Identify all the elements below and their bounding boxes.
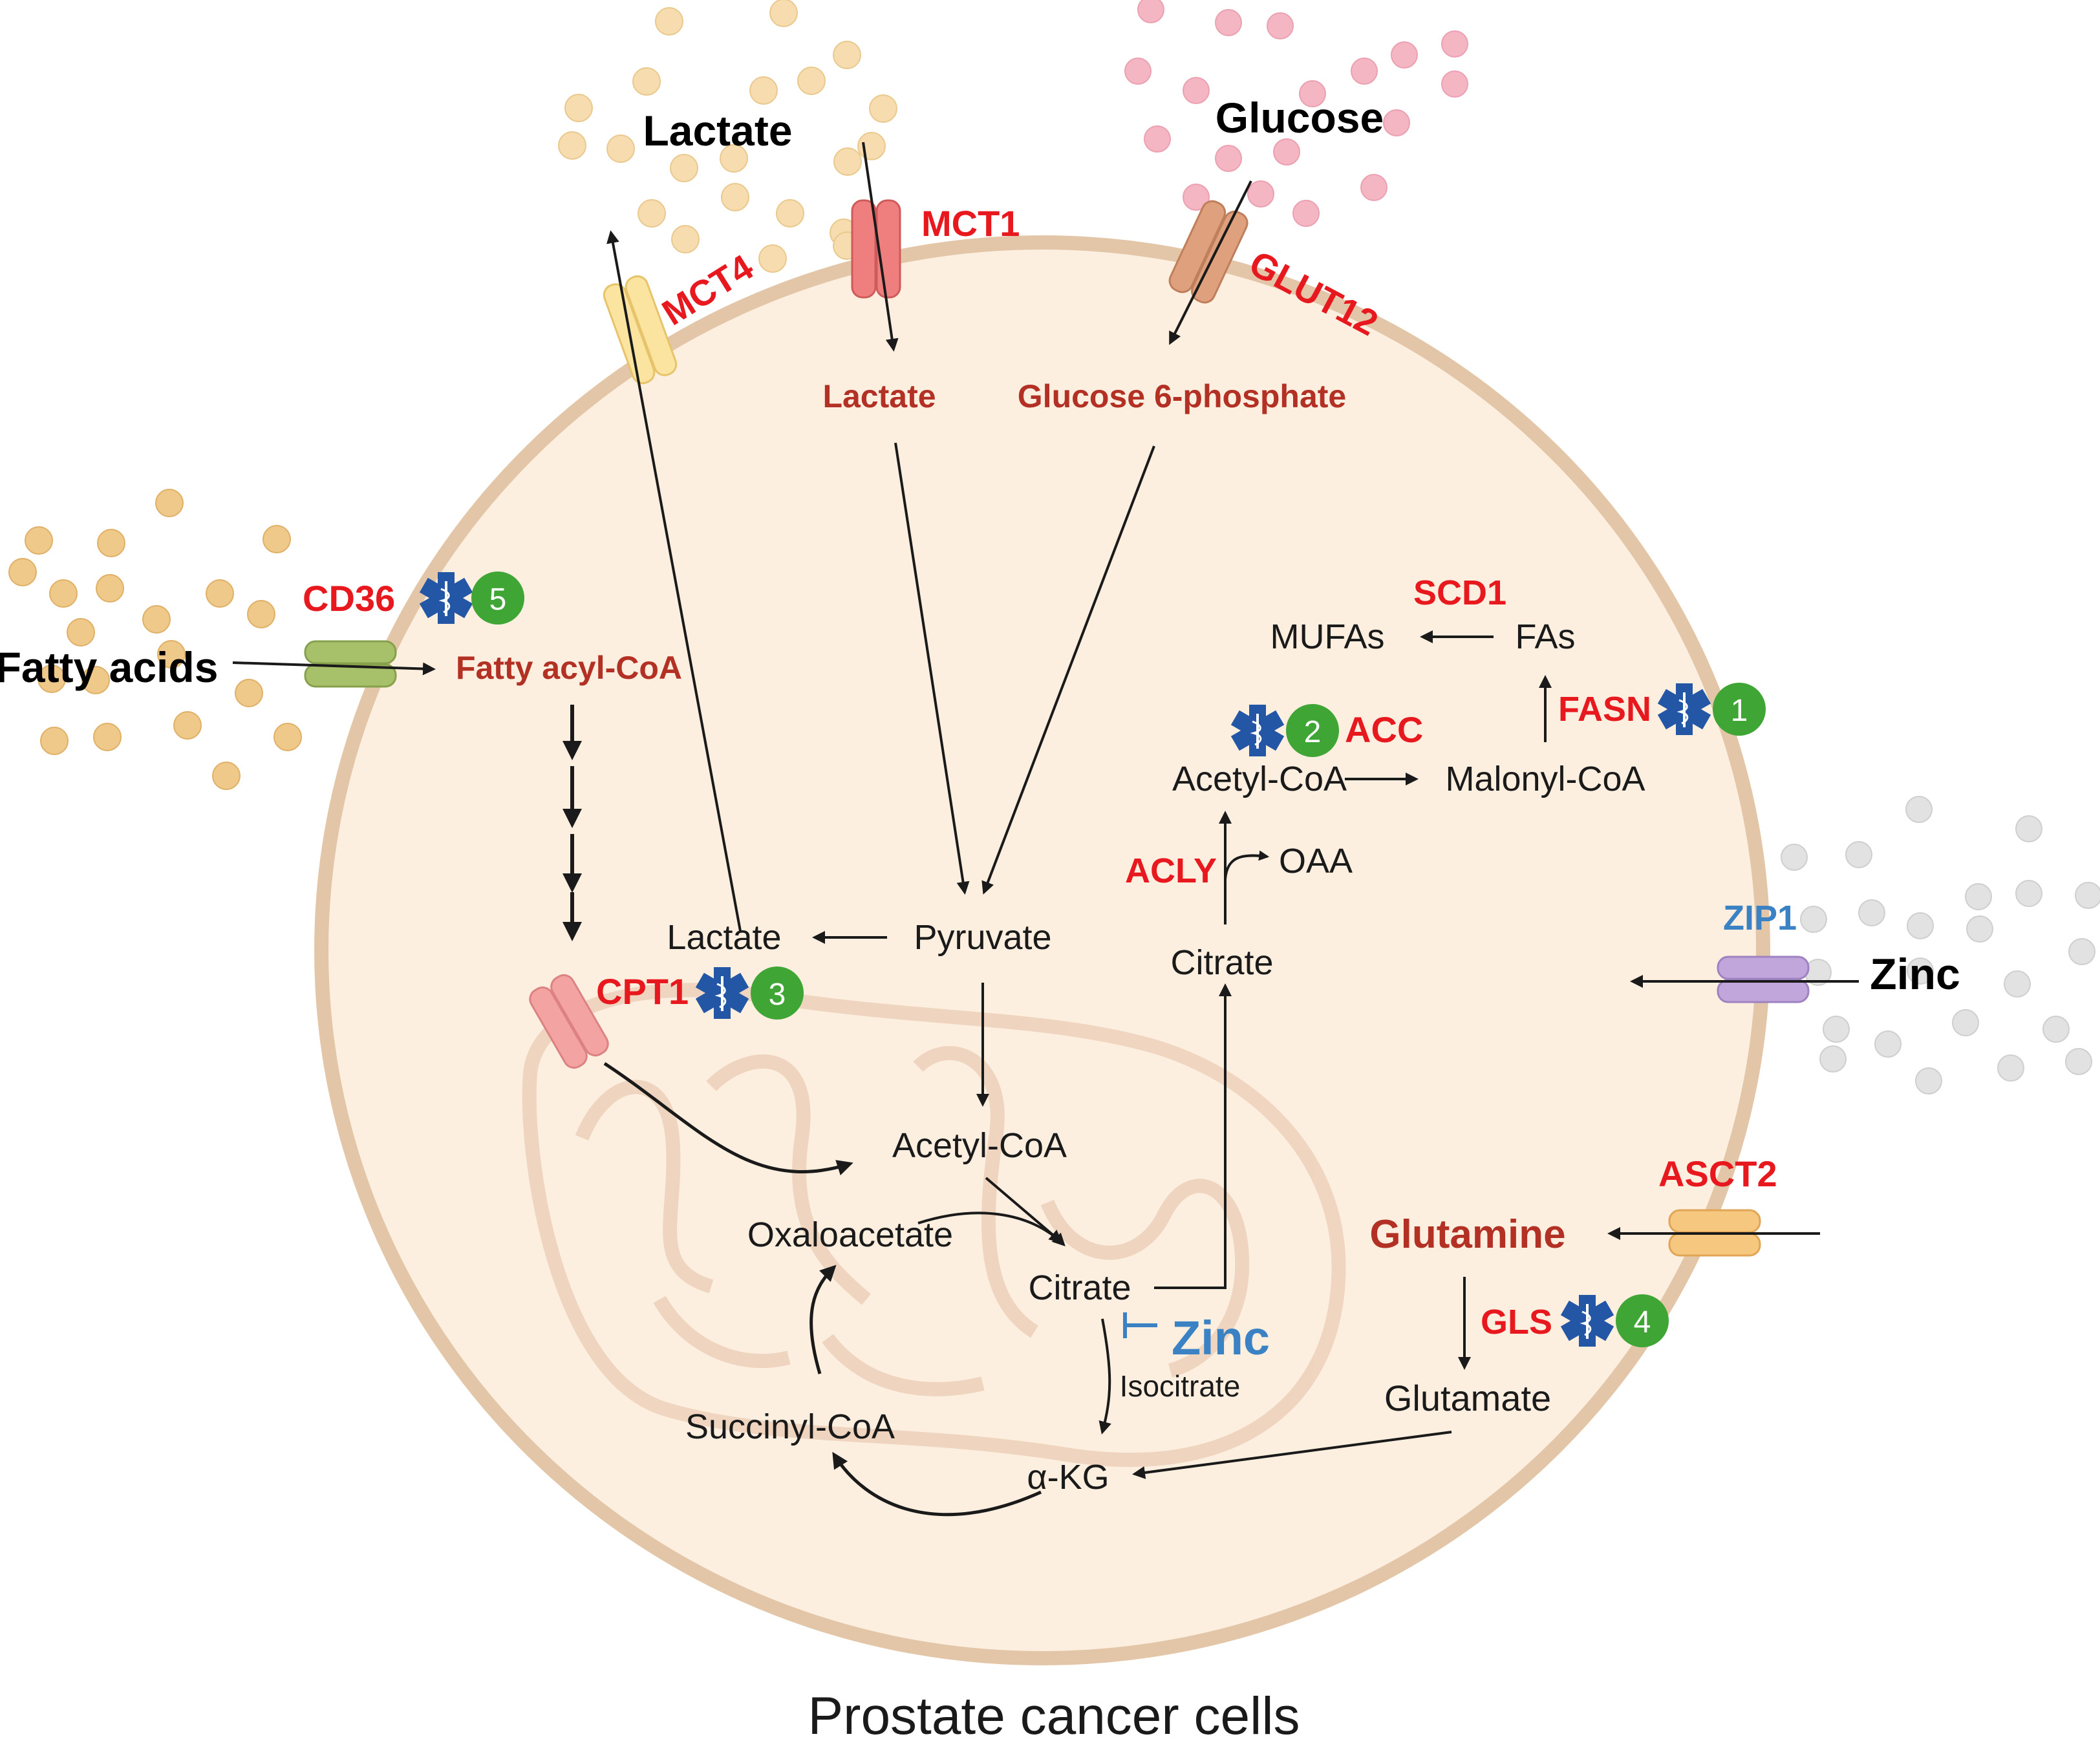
lactate-cytosol-label: Lactate bbox=[667, 918, 781, 957]
citrate-cytosol-label: Citrate bbox=[1170, 943, 1273, 982]
succinyl-coa-label: Succinyl-CoA bbox=[685, 1407, 895, 1446]
cell-membrane bbox=[314, 235, 1770, 1665]
zinc-particles bbox=[1781, 796, 2100, 1095]
arrow-citrate-export bbox=[1154, 983, 1232, 1289]
glucose-extracellular-label: Glucose bbox=[1216, 94, 1384, 142]
mct1-transporter bbox=[851, 199, 901, 299]
arrow-cpt1-to-acetylcoa bbox=[603, 1062, 853, 1176]
zinc-inhibitor-label: Zinc bbox=[1172, 1311, 1270, 1365]
pathway-arrows bbox=[232, 142, 1859, 1517]
mufas-label: MUFAs bbox=[1270, 617, 1384, 656]
oxaloacetate-label: Oxaloacetate bbox=[747, 1215, 953, 1254]
citrate-mitochondria-label: Citrate bbox=[1028, 1268, 1131, 1307]
arrow-succinylcoa-to-oaa bbox=[809, 1265, 837, 1374]
glucose-particles bbox=[1124, 0, 1468, 227]
acc-label: ACC bbox=[1345, 709, 1423, 750]
drug-target-2: 2 bbox=[1229, 703, 1339, 758]
drug-target-1: 1 bbox=[1656, 682, 1766, 736]
fatty-acids-extracellular-label: Fatty acids bbox=[0, 643, 218, 691]
zinc-extracellular-label: Zinc bbox=[1870, 950, 1960, 999]
fasn-label: FASN bbox=[1558, 690, 1651, 729]
scd1-label: SCD1 bbox=[1413, 573, 1506, 612]
malonyl-coa-label: Malonyl-CoA bbox=[1445, 760, 1645, 798]
pyruvate-label: Pyruvate bbox=[914, 918, 1051, 957]
arrow-fatty-acid-import bbox=[232, 661, 436, 676]
asct2-label: ASCT2 bbox=[1658, 1153, 1777, 1194]
asct2-transporter bbox=[1668, 1209, 1761, 1257]
acetyl-coa-mitochondria-label: Acetyl-CoA bbox=[892, 1126, 1067, 1165]
drug-target-4: 4 bbox=[1559, 1294, 1669, 1348]
arrow-mct1-import bbox=[862, 142, 899, 352]
glut12-transporter bbox=[1168, 200, 1248, 304]
cd36-transporter bbox=[304, 640, 397, 688]
arrow-lactate-export bbox=[606, 230, 742, 932]
lactate-particles bbox=[558, 0, 897, 273]
cd36-label: CD36 bbox=[303, 578, 395, 619]
glucose-6-phosphate-label: Glucose 6-phosphate bbox=[1018, 378, 1346, 414]
fas-label: FAs bbox=[1515, 617, 1575, 656]
zip1-transporter bbox=[1717, 956, 1810, 1003]
badge-number: 3 bbox=[769, 977, 786, 1012]
arrow-g6p-to-pyruvate bbox=[981, 445, 1155, 895]
arrow-oaa-to-citrate bbox=[917, 1212, 1066, 1246]
numbered-badge-icon bbox=[1616, 1294, 1669, 1347]
lactate-extracellular-label: Lactate bbox=[643, 107, 792, 155]
glutamate-label: Glutamate bbox=[1384, 1378, 1551, 1418]
arrow-citrate-to-akg bbox=[1098, 1318, 1111, 1435]
numbered-badge-icon bbox=[1713, 683, 1766, 736]
gls-label: GLS bbox=[1481, 1303, 1552, 1341]
fatty-acid-particles bbox=[8, 489, 302, 790]
zinc-inhibition-symbol bbox=[1123, 1312, 1157, 1338]
badge-number: 1 bbox=[1731, 694, 1748, 728]
figure-caption: Prostate cancer cells bbox=[808, 1687, 1300, 1741]
alpha-kg-label: α-KG bbox=[1027, 1458, 1109, 1497]
acetyl-coa-cytosol-label: Acetyl-CoA bbox=[1172, 760, 1347, 798]
fatty-acyl-coa-label: Fatty acyl-CoA bbox=[456, 650, 682, 686]
drug-target-5: 5 bbox=[418, 571, 524, 625]
badge-number: 4 bbox=[1634, 1305, 1651, 1340]
arrow-lactate-to-pyruvate bbox=[894, 442, 970, 895]
numbered-badge-icon bbox=[471, 571, 524, 625]
arrow-glut12-import bbox=[1169, 180, 1252, 345]
lactate-imported-label: Lactate bbox=[822, 378, 936, 414]
arrow-akg-to-succinylcoa bbox=[832, 1451, 1042, 1517]
arrow-citrate-to-oaa bbox=[1224, 850, 1270, 880]
badge-number: 5 bbox=[489, 582, 507, 617]
badge-number: 2 bbox=[1304, 715, 1322, 749]
acly-label: ACLY bbox=[1125, 851, 1217, 890]
isocitrate-label: Isocitrate bbox=[1120, 1369, 1241, 1403]
arrow-glutamate-to-akg bbox=[1132, 1431, 1452, 1479]
glutamine-label: Glutamine bbox=[1369, 1212, 1565, 1257]
cpt1-transporter bbox=[529, 974, 609, 1069]
mct1-label: MCT1 bbox=[921, 203, 1020, 244]
numbered-badge-icon bbox=[751, 967, 804, 1020]
oaa-label: OAA bbox=[1279, 842, 1353, 881]
cpt1-label: CPT1 bbox=[596, 971, 689, 1012]
zip1-label: ZIP1 bbox=[1723, 899, 1797, 937]
numbered-badge-icon bbox=[1286, 704, 1339, 757]
drug-target-3: 3 bbox=[694, 966, 804, 1020]
